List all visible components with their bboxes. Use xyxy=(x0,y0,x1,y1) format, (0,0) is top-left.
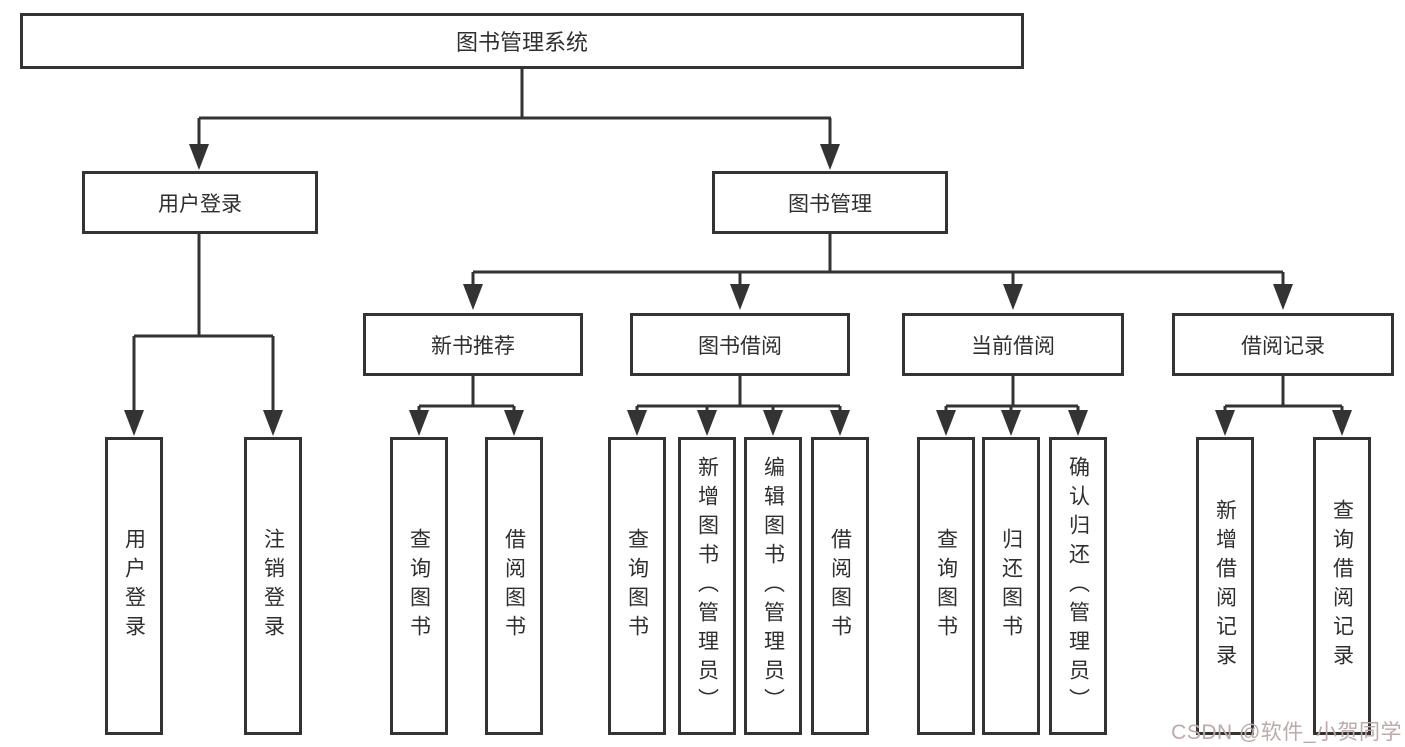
connector-arrowhead xyxy=(763,410,783,436)
leaf-logout: 注销登录 xyxy=(244,437,302,735)
connector-root-level2 xyxy=(197,69,832,150)
leaf-borrow-borrow-book: 借阅图书 xyxy=(811,437,869,735)
connector-recommend-leaves xyxy=(417,376,516,414)
connector-arrowhead xyxy=(1003,284,1023,310)
leaf-current-return-book: 归还图书 xyxy=(982,437,1040,735)
connector-arrowhead xyxy=(730,284,750,310)
connector-book-level3 xyxy=(471,234,1285,289)
connector-arrowhead xyxy=(1001,410,1021,436)
node-user-login: 用户登录 xyxy=(82,171,318,234)
node-user-login-label: 用户登录 xyxy=(158,192,242,216)
leaf-records-add-record-label: 新增借阅记录 xyxy=(1213,499,1237,673)
connector-arrowhead xyxy=(124,410,144,436)
leaf-current-query-book-label: 查询图书 xyxy=(934,528,958,644)
leaf-records-query-record: 查询借阅记录 xyxy=(1313,437,1371,735)
leaf-recommend-query-book-label: 查询图书 xyxy=(407,528,431,644)
leaf-records-add-record: 新增借阅记录 xyxy=(1196,437,1254,735)
node-root: 图书管理系统 xyxy=(20,13,1024,69)
connector-user-leaves xyxy=(132,234,275,414)
node-borrow-records: 借阅记录 xyxy=(1172,313,1394,376)
leaf-borrow-query-book: 查询图书 xyxy=(608,437,666,735)
node-new-book-recommend-label: 新书推荐 xyxy=(431,334,515,358)
leaf-user-login-label: 用户登录 xyxy=(122,528,146,644)
node-book-management: 图书管理 xyxy=(712,171,948,234)
leaf-recommend-borrow-book: 借阅图书 xyxy=(485,437,543,735)
connector-arrowhead xyxy=(189,144,209,170)
leaf-current-query-book: 查询图书 xyxy=(917,437,975,735)
connector-arrowhead xyxy=(1273,284,1293,310)
connector-arrowhead xyxy=(1332,410,1352,436)
node-borrow-records-label: 借阅记录 xyxy=(1241,334,1325,358)
leaf-user-login: 用户登录 xyxy=(105,437,163,735)
connector-arrowhead xyxy=(820,144,840,170)
connector-arrowhead xyxy=(697,410,717,436)
watermark-text: CSDN @软件_小贺同学 xyxy=(1171,721,1402,744)
connector-arrowhead xyxy=(409,410,429,436)
leaf-recommend-borrow-book-label: 借阅图书 xyxy=(502,528,526,644)
node-new-book-recommend: 新书推荐 xyxy=(363,313,583,376)
leaf-logout-label: 注销登录 xyxy=(261,528,285,644)
connector-arrowhead xyxy=(1215,410,1235,436)
leaf-records-query-record-label: 查询借阅记录 xyxy=(1330,499,1354,673)
node-current-borrow: 当前借阅 xyxy=(902,313,1124,376)
node-current-borrow-label: 当前借阅 xyxy=(971,334,1055,358)
connector-arrowhead xyxy=(627,410,647,436)
connector-arrowhead xyxy=(463,284,483,310)
connector-arrowhead xyxy=(830,410,850,436)
connector-arrowhead xyxy=(504,410,524,436)
connector-records-leaves xyxy=(1223,376,1344,414)
node-root-label: 图书管理系统 xyxy=(455,30,588,55)
leaf-current-confirm-return-admin-label: 确认归还（管理员） xyxy=(1066,455,1090,717)
connector-arrowhead xyxy=(936,410,956,436)
leaf-borrow-query-book-label: 查询图书 xyxy=(625,528,649,644)
leaf-current-return-book-label: 归还图书 xyxy=(999,528,1023,644)
leaf-borrow-add-book-admin: 新增图书（管理员） xyxy=(678,437,736,735)
node-book-borrow-label: 图书借阅 xyxy=(698,334,782,358)
leaf-borrow-add-book-admin-label: 新增图书（管理员） xyxy=(695,455,719,717)
leaf-current-confirm-return-admin: 确认归还（管理员） xyxy=(1049,437,1107,735)
node-book-borrow: 图书借阅 xyxy=(630,313,850,376)
connector-arrowhead xyxy=(1068,410,1088,436)
node-book-management-label: 图书管理 xyxy=(788,192,872,216)
leaf-borrow-edit-book-admin: 编辑图书（管理员） xyxy=(744,437,802,735)
connector-current-leaves xyxy=(944,376,1080,414)
leaf-recommend-query-book: 查询图书 xyxy=(390,437,448,735)
connector-arrowhead xyxy=(263,410,283,436)
leaf-borrow-borrow-book-label: 借阅图书 xyxy=(828,528,852,644)
leaf-borrow-edit-book-admin-label: 编辑图书（管理员） xyxy=(761,455,785,717)
connector-borrow-leaves xyxy=(635,376,842,414)
